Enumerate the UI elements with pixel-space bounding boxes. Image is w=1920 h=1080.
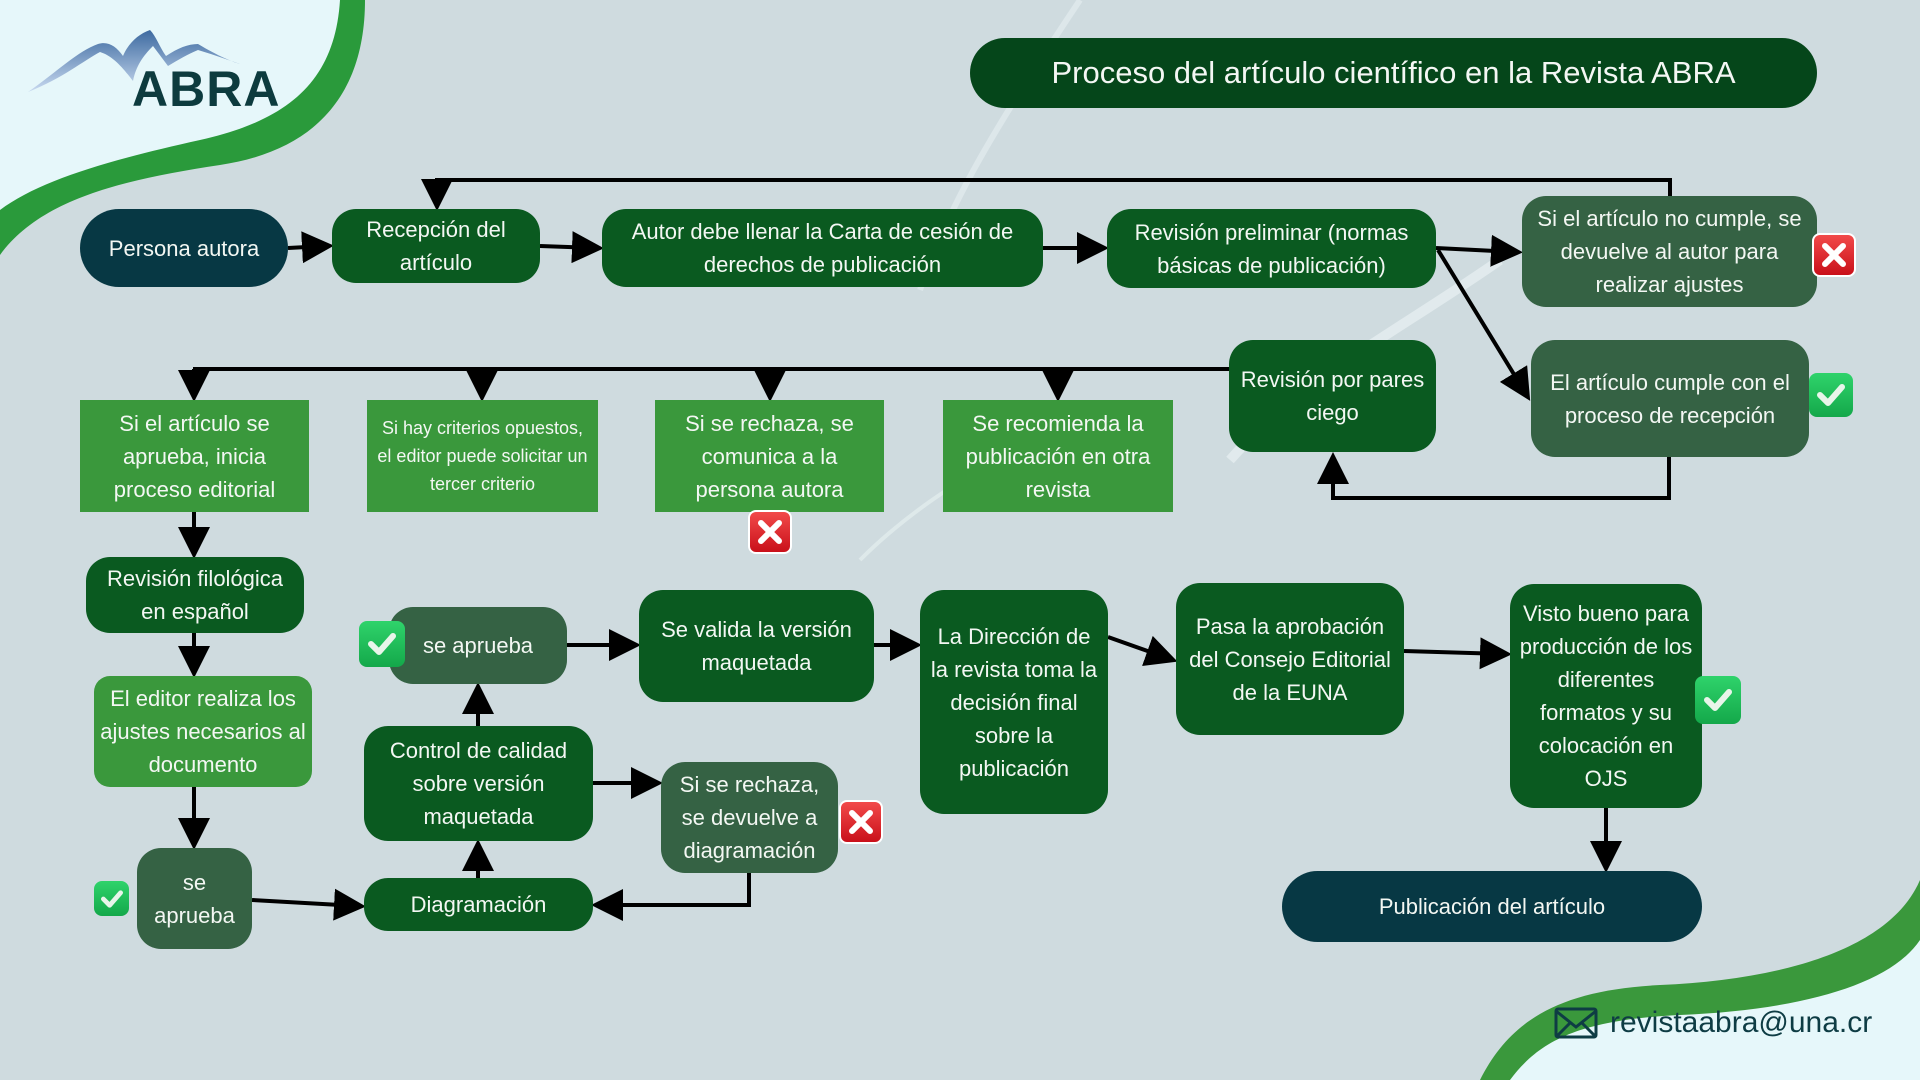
mountain-icon <box>28 30 240 92</box>
node-publicacion: Publicación del artículo <box>1282 871 1702 942</box>
page-title: Proceso del artículo científico en la Re… <box>970 38 1817 108</box>
node-label: Control de calidad sobre versión maqueta… <box>389 738 568 829</box>
node-valida-version: Se valida la versión maquetada <box>639 590 874 702</box>
arrow-preliminar-cumple <box>1436 248 1531 401</box>
arrow-cumple-pares <box>1317 452 1671 500</box>
arrow-consejo-visto <box>1403 637 1512 670</box>
envelope-icon <box>1554 1007 1598 1039</box>
node-label: Visto bueno para producción de los difer… <box>1519 601 1693 791</box>
node-label: Si se rechaza, se devuelve a diagramació… <box>679 772 820 863</box>
check-icon <box>1695 676 1741 724</box>
node-label: Persona autora <box>108 235 260 261</box>
check-icon <box>94 881 129 916</box>
node-rechaza-autora: Si se rechaza, se comunica a la persona … <box>655 400 884 512</box>
node-label: Pasa la aprobación del Consejo Editorial… <box>1189 613 1391 705</box>
node-persona-autora: Persona autora <box>80 209 288 287</box>
node-label: Se valida la versión maquetada <box>661 617 852 675</box>
arrow-direccion-consejo <box>1107 635 1178 667</box>
node-revision-preliminar: Revisión preliminar (normas básicas de p… <box>1107 209 1436 288</box>
node-revision-filologica: Revisión filológica en español <box>86 557 304 633</box>
node-label: Publicación del artículo <box>1378 894 1606 919</box>
node-label: Autor debe llenar la Carta de cesión de … <box>631 219 1014 277</box>
node-consejo-editorial: Pasa la aprobación del Consejo Editorial… <box>1176 583 1404 735</box>
node-label: Se recomienda la publicación en otra rev… <box>965 410 1151 502</box>
node-visto-bueno: Visto bueno para producción de los difer… <box>1510 584 1702 808</box>
node-aprueba-editorial: Si el artículo se aprueba, inicia proces… <box>80 400 309 512</box>
node-revision-pares: Revisión por pares ciego <box>1229 340 1436 452</box>
check-icon <box>359 621 405 667</box>
node-direccion: La Dirección de la revista toma la decis… <box>920 590 1108 814</box>
node-label: se aprueba <box>422 633 534 658</box>
node-cumple: El artículo cumple con el proceso de rec… <box>1531 340 1809 457</box>
node-label: El artículo cumple con el proceso de rec… <box>1550 369 1790 428</box>
node-label: Diagramación <box>410 892 547 917</box>
node-carta-cesion: Autor debe llenar la Carta de cesión de … <box>602 209 1043 287</box>
node-label: La Dirección de la revista toma la decis… <box>930 623 1098 781</box>
node-label: Si el artículo se aprueba, inicia proces… <box>113 410 276 502</box>
arrow-nocumple-recepcion <box>421 178 1672 211</box>
node-recepcion: Recepción del artículo <box>332 209 540 283</box>
contact-email[interactable]: revistaabra@una.cr <box>1554 1006 1872 1040</box>
node-label: Revisión por pares ciego <box>1240 367 1425 425</box>
arrow-persona-recepcion <box>287 231 334 264</box>
node-se-aprueba-2: se aprueba <box>389 607 567 684</box>
arrow-preliminar-nocumple <box>1435 234 1523 267</box>
x-icon <box>839 800 883 844</box>
node-label: Si el artículo no cumple, se devuelve al… <box>1537 206 1802 297</box>
node-label: Si hay criterios opuestos, el editor pue… <box>377 418 588 494</box>
node-diagramacion: Diagramación <box>364 878 593 931</box>
node-label: Revisión preliminar (normas básicas de p… <box>1134 219 1409 278</box>
node-se-aprueba-1: se aprueba <box>137 848 252 949</box>
node-label: se aprueba <box>154 869 235 928</box>
x-icon <box>1812 233 1856 277</box>
arrow-aprueba-diagramacion <box>251 888 366 921</box>
logo-text: ABRA <box>132 61 281 117</box>
node-label: Recepción del artículo <box>366 217 506 275</box>
node-label: Si se rechaza, se comunica a la persona … <box>685 410 854 502</box>
email-text[interactable]: revistaabra@una.cr <box>1610 1006 1873 1039</box>
x-icon <box>748 510 792 554</box>
node-tercer-criterio: Si hay criterios opuestos, el editor pue… <box>367 400 598 512</box>
node-rechaza-diagramacion: Si se rechaza, se devuelve a diagramació… <box>661 762 838 873</box>
node-label: El editor realiza los ajustes necesarios… <box>100 686 306 777</box>
node-control-calidad: Control de calidad sobre versión maqueta… <box>364 726 593 841</box>
arrow-rechaza-diagramacion <box>591 873 751 921</box>
node-no-cumple: Si el artículo no cumple, se devuelve al… <box>1522 196 1817 307</box>
arrow-recepcion-carta <box>539 231 604 264</box>
node-label: Revisión filológica en español <box>106 566 284 624</box>
node-ajustes-editor: El editor realiza los ajustes necesarios… <box>94 676 312 787</box>
check-icon <box>1809 373 1853 417</box>
node-otra-revista: Se recomienda la publicación en otra rev… <box>943 400 1173 512</box>
